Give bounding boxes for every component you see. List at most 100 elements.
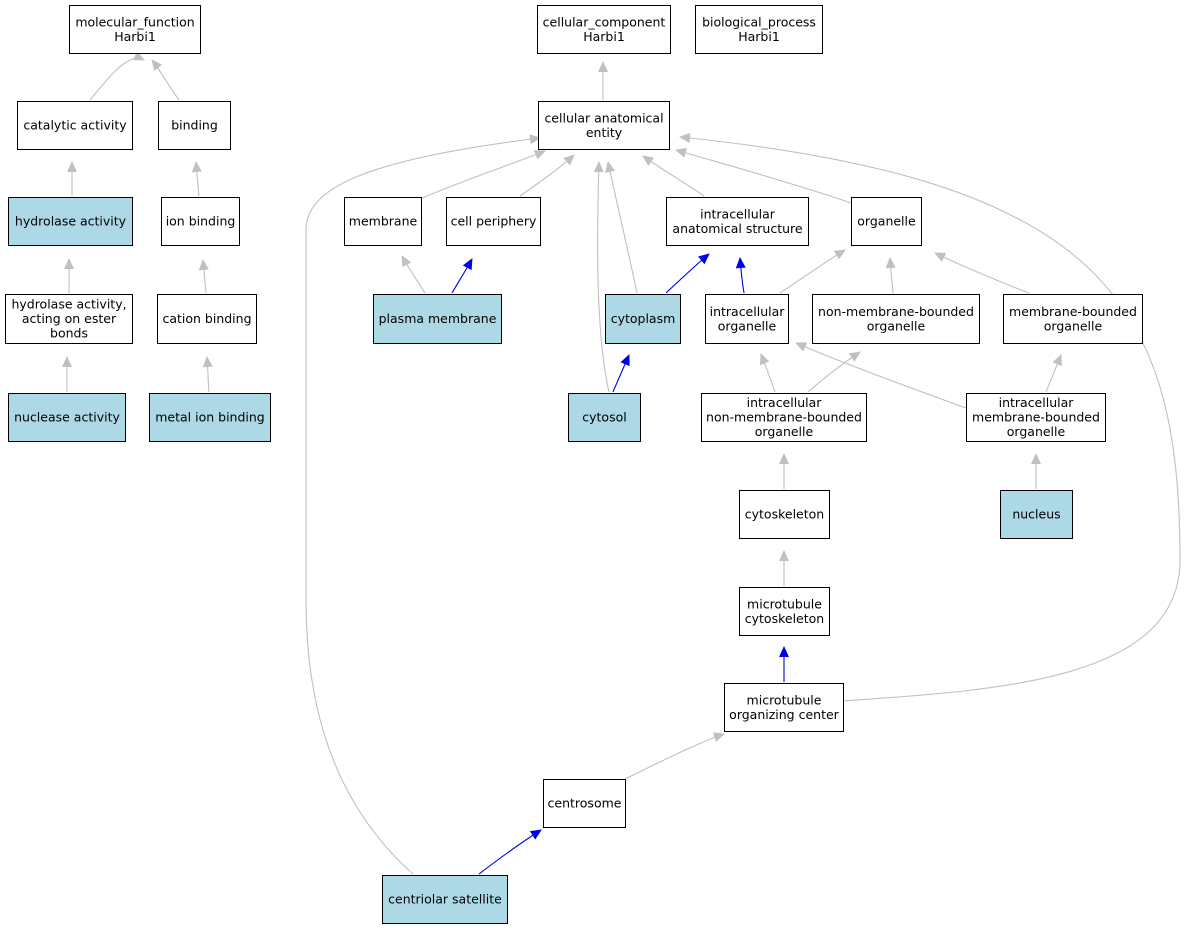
node-centsat[interactable]: centriolar satellite bbox=[382, 875, 508, 924]
node-organelle[interactable]: organelle bbox=[851, 197, 922, 246]
arrowhead-icon bbox=[62, 356, 72, 367]
node-label: cytoskeleton bbox=[745, 611, 824, 626]
node-label: cytoskeleton bbox=[745, 507, 824, 522]
edge-line bbox=[597, 161, 610, 393]
arrowhead-icon bbox=[848, 351, 861, 362]
node-cytoplasm[interactable]: cytoplasm bbox=[605, 294, 681, 344]
edge-cytosol-to-cytoplasm bbox=[612, 354, 630, 393]
edge-nmbo-to-organelle bbox=[885, 257, 896, 294]
edge-intorg-to-organelle bbox=[779, 249, 846, 294]
node-box bbox=[695, 5, 823, 54]
node-box bbox=[8, 393, 126, 442]
node-nuclease[interactable]: nuclease activity bbox=[8, 393, 126, 442]
node-label: nucleus bbox=[1012, 507, 1060, 522]
node-cytoskeleton[interactable]: cytoskeleton bbox=[739, 490, 830, 539]
arrowhead-icon bbox=[67, 161, 77, 172]
node-box bbox=[158, 101, 231, 150]
node-box bbox=[666, 197, 809, 246]
arrowhead-icon bbox=[593, 161, 604, 173]
node-ionbinding[interactable]: ion binding bbox=[161, 197, 240, 246]
node-label: organelle bbox=[1044, 318, 1103, 333]
node-label: cytosol bbox=[582, 410, 626, 425]
node-label: intracellular bbox=[999, 395, 1075, 410]
arrowhead-icon bbox=[833, 249, 846, 260]
node-label: hydrolase activity bbox=[15, 214, 127, 229]
edge-plasma-to-cellperiph bbox=[451, 258, 473, 294]
node-box bbox=[1003, 294, 1143, 344]
edge-mbo-to-organelle bbox=[934, 252, 1030, 294]
edge-line bbox=[679, 136, 1181, 702]
node-cellperiph[interactable]: cell periphery bbox=[446, 197, 541, 246]
edge-line bbox=[607, 161, 638, 294]
node-cation[interactable]: cation binding bbox=[157, 294, 257, 344]
edges-layer bbox=[62, 51, 1181, 875]
edge-cae-to-cc bbox=[598, 61, 608, 100]
edge-cation-to-ionbinding bbox=[198, 259, 209, 294]
node-label: organelle bbox=[1007, 424, 1066, 439]
arrowhead-icon bbox=[151, 59, 163, 71]
node-binding[interactable]: binding bbox=[158, 101, 231, 150]
arrowhead-icon bbox=[885, 257, 896, 269]
edge-ias-to-cae bbox=[642, 155, 705, 197]
node-label: binding bbox=[171, 118, 218, 133]
arrowhead-icon bbox=[598, 61, 608, 72]
node-cytosol[interactable]: cytosol bbox=[568, 393, 641, 442]
node-nucleus[interactable]: nucleus bbox=[1000, 490, 1073, 539]
node-label: microtubule bbox=[747, 692, 822, 707]
node-label: membrane bbox=[349, 214, 418, 229]
edge-intorg-to-ias bbox=[735, 257, 746, 294]
node-box bbox=[8, 197, 133, 246]
edge-plasma-to-membrane bbox=[401, 255, 426, 294]
node-centrosome[interactable]: centrosome bbox=[543, 779, 626, 828]
arrowhead-icon bbox=[529, 829, 542, 840]
node-label: organelle bbox=[867, 318, 926, 333]
node-box bbox=[812, 294, 980, 344]
node-label: centriolar satellite bbox=[388, 892, 502, 907]
edge-line bbox=[642, 155, 705, 197]
node-box bbox=[373, 294, 502, 344]
edge-ionbinding-to-binding bbox=[191, 161, 202, 197]
arrowhead-icon bbox=[563, 154, 575, 166]
node-membrane[interactable]: membrane bbox=[344, 197, 422, 246]
arrowhead-icon bbox=[934, 252, 947, 262]
node-inmbo[interactable]: intracellularnon-membrane-boundedorganel… bbox=[701, 393, 867, 442]
node-label: plasma membrane bbox=[379, 311, 497, 326]
node-hydrolase[interactable]: hydrolase activity bbox=[8, 197, 133, 246]
arrowhead-icon bbox=[779, 550, 789, 561]
node-label: organelle bbox=[857, 214, 916, 229]
edge-membrane-to-cae bbox=[417, 150, 546, 201]
node-label: intracellular bbox=[710, 304, 786, 319]
node-catalytic[interactable]: catalytic activity bbox=[17, 101, 133, 150]
edge-line bbox=[779, 249, 846, 294]
node-label: Harbi1 bbox=[738, 29, 780, 44]
node-plasma[interactable]: plasma membrane bbox=[373, 294, 502, 344]
edge-binding-to-mf bbox=[151, 59, 180, 101]
node-box bbox=[157, 294, 257, 344]
node-label: membrane-bounded bbox=[972, 410, 1100, 425]
edge-hydroester-to-hydrolase bbox=[64, 258, 74, 293]
edge-nuclease-to-hydroester bbox=[62, 356, 72, 392]
arrowhead-icon bbox=[712, 732, 725, 742]
node-label: acting on ester bbox=[22, 311, 117, 326]
arrowhead-icon bbox=[529, 134, 541, 145]
node-metalion[interactable]: metal ion binding bbox=[149, 393, 271, 442]
node-box bbox=[382, 875, 508, 924]
arrowhead-icon bbox=[401, 255, 412, 268]
edge-inmbo-to-intorg bbox=[759, 353, 776, 393]
edge-line bbox=[795, 342, 967, 409]
node-label: metal ion binding bbox=[155, 410, 265, 425]
arrowhead-icon bbox=[795, 342, 808, 352]
node-box bbox=[701, 393, 867, 442]
